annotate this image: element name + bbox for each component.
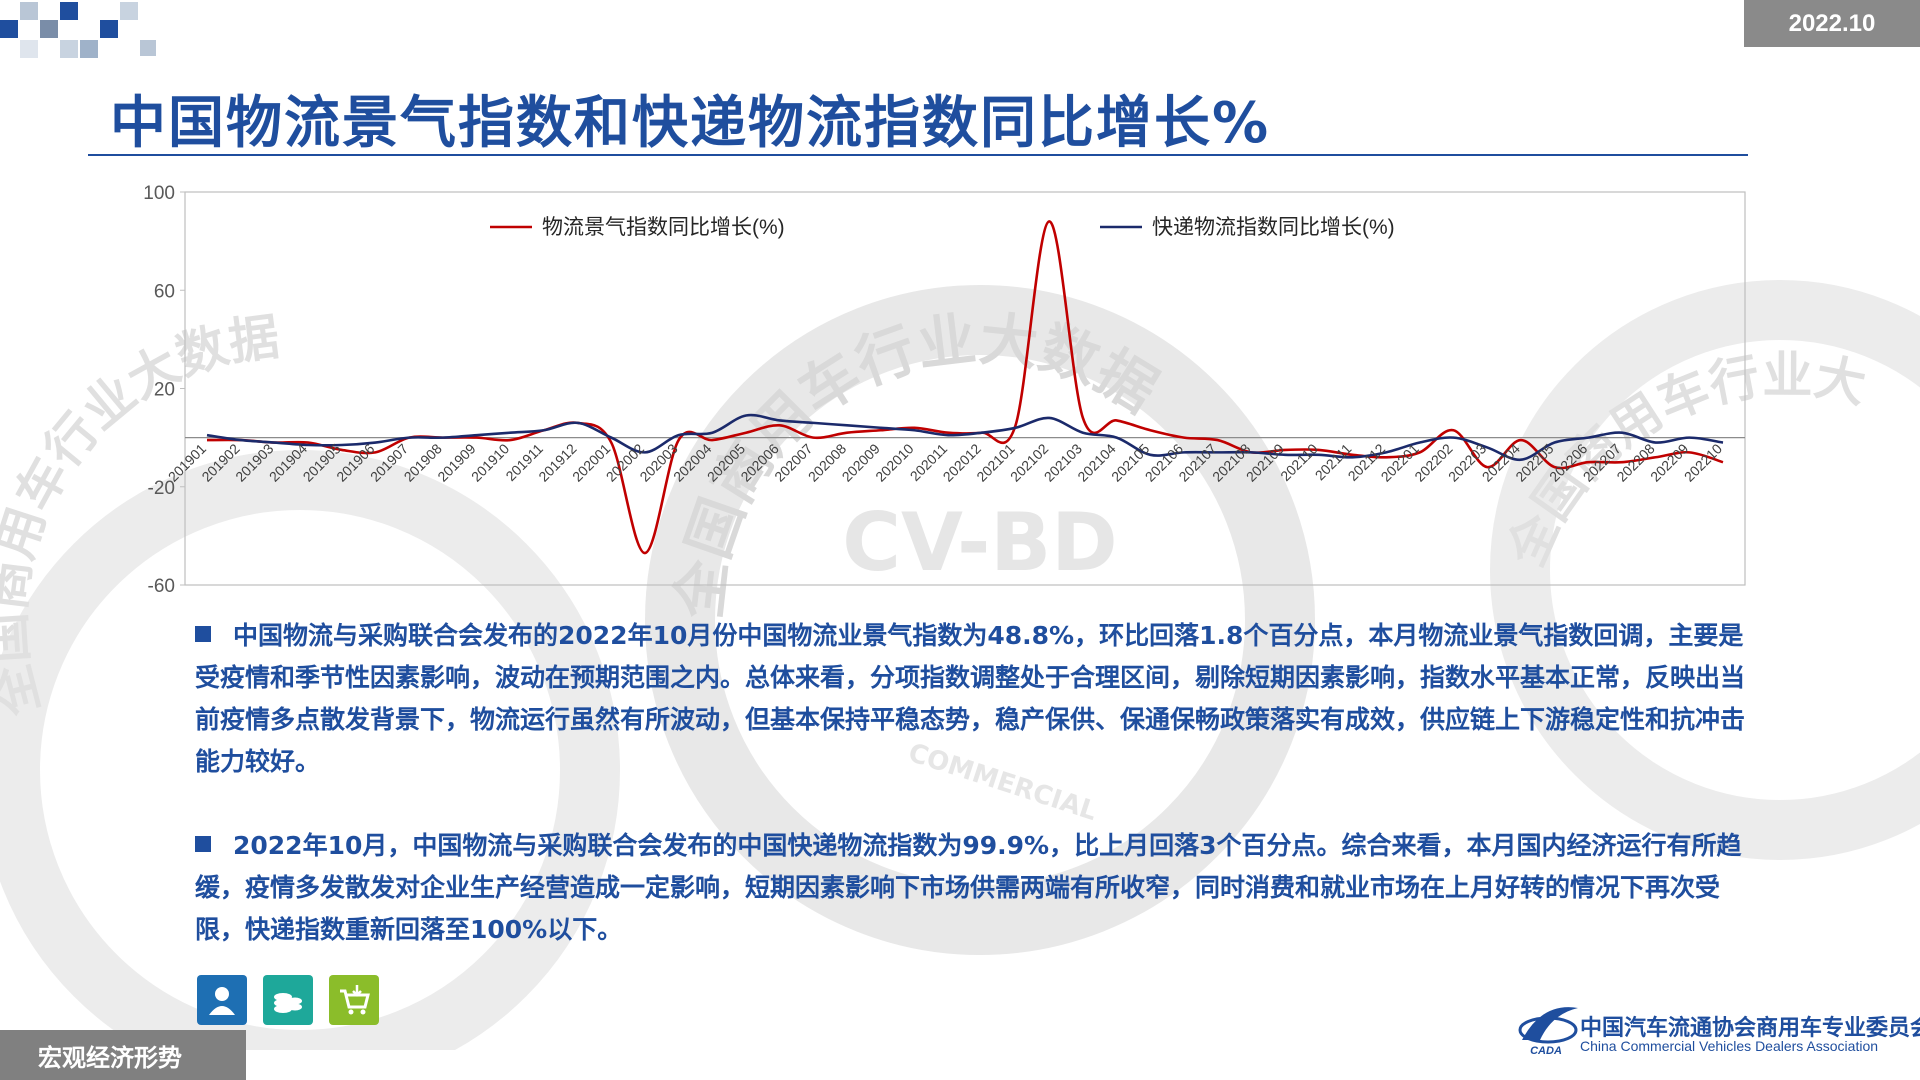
- commentary: 中国物流与采购联合会发布的2022年10月份中国物流业景气指数为48.8%，环比…: [195, 615, 1745, 951]
- org-logo: CADA: [1518, 1007, 1578, 1056]
- x-tick-label: 202110: [1277, 440, 1321, 484]
- chart-svg: 1006020-20-60201901201902201903201904201…: [143, 183, 1746, 597]
- y-tick-label: 100: [143, 183, 175, 204]
- legend-label-1: 物流景气指数同比增长(%): [542, 216, 785, 239]
- section-label: 宏观经济形势: [0, 1030, 246, 1080]
- paragraph-text: 2022年10月，中国物流与采购联合会发布的中国快递物流指数为99.9%，比上月…: [195, 831, 1742, 944]
- series-line-1: [206, 220, 1724, 555]
- paragraph-logistics-index: 中国物流与采购联合会发布的2022年10月份中国物流业景气指数为48.8%，环比…: [195, 615, 1745, 783]
- person-icon[interactable]: [197, 975, 247, 1025]
- x-tick-label: 202210: [1681, 440, 1725, 484]
- legend-label-2: 快递物流指数同比增长(%): [1152, 216, 1395, 239]
- bullet-square-icon: [195, 836, 211, 852]
- y-tick-label: 20: [154, 380, 175, 401]
- date-badge: 2022.10: [1744, 0, 1920, 47]
- x-tick-label: 201910: [468, 440, 512, 484]
- paragraph-text: 中国物流与采购联合会发布的2022年10月份中国物流业景气指数为48.8%，环比…: [195, 621, 1746, 776]
- plot-frame: [184, 191, 1746, 586]
- icon-row: [197, 975, 379, 1025]
- title-divider: [88, 154, 1748, 156]
- y-tick-label: 60: [154, 281, 175, 302]
- org-name-en: China Commercial Vehicles Dealers Associ…: [1580, 1038, 1879, 1054]
- org-logo-text: CADA: [1530, 1045, 1562, 1056]
- y-tick-label: -60: [148, 576, 175, 597]
- corner-decoration: [0, 2, 156, 58]
- series-line-2: [206, 413, 1724, 462]
- x-tick-label: 202109: [1243, 440, 1287, 484]
- org-name-cn: 中国汽车流通协会商用车专业委员会: [1580, 1015, 1920, 1040]
- x-tick-label: 202010: [872, 440, 916, 484]
- cart-icon[interactable]: [329, 975, 379, 1025]
- y-tick-label: -20: [148, 478, 175, 499]
- paragraph-express-index: 2022年10月，中国物流与采购联合会发布的中国快递物流指数为99.9%，比上月…: [195, 825, 1745, 951]
- coins-icon[interactable]: [263, 975, 313, 1025]
- bullet-square-icon: [195, 626, 211, 642]
- page-title: 中国物流景气指数和快递物流指数同比增长%: [110, 91, 1271, 156]
